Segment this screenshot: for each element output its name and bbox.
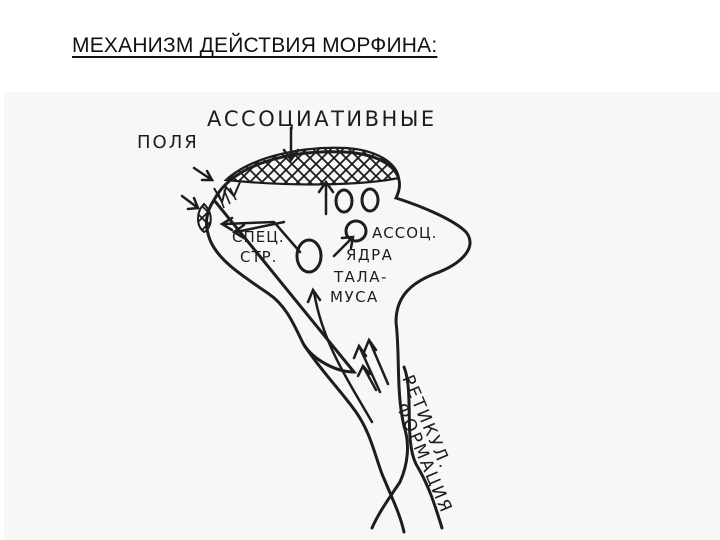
label-str: СТР.: [240, 248, 277, 266]
label-assoc: АССОЦ.: [372, 224, 437, 242]
arrows: [180, 126, 390, 424]
front-lines: [217, 187, 237, 209]
arrow-from-brainstem-left: [312, 290, 374, 424]
thalamus-nucleus-right: [344, 219, 368, 243]
arrow-fields-2: [180, 194, 200, 210]
label-fields: ПОЛЯ: [137, 132, 199, 153]
arrow-thalamus-to-front: [222, 220, 302, 254]
arrow-fields-1: [192, 166, 214, 182]
label-musa: МУСА: [330, 288, 379, 306]
diagram-canvas: АССОЦИАТИВНЫЕ ПОЛЯ СПЕЦ. СТР. АССОЦ. ЯДР…: [137, 107, 472, 534]
arrow-reticular-1: [358, 346, 382, 394]
arrow-to-assoc-nucleus: [332, 236, 354, 258]
specific-cortex-fragment: [197, 202, 212, 234]
brainstem-left-contour: [302, 343, 406, 534]
label-associative: АССОЦИАТИВНЫЕ: [207, 107, 437, 131]
label-thala: ТАЛА-: [333, 268, 388, 286]
arrow-reticular-2: [368, 340, 390, 386]
cortex-node-left: [334, 188, 354, 214]
label-nuclei: ЯДРА: [346, 246, 393, 264]
slide-title: МЕХАНИЗМ ДЕЙСТВИЯ МОРФИНА:: [72, 34, 438, 57]
thalamus-nucleus-left: [295, 238, 323, 274]
associative-cortex-hatched: [223, 146, 401, 186]
arrow-reticular-3: [362, 366, 378, 392]
label-spec: СПЕЦ.: [232, 228, 285, 246]
morphine-mechanism-diagram: АССОЦИАТИВНЫЕ ПОЛЯ СПЕЦ. СТР. АССОЦ. ЯДР…: [4, 92, 720, 540]
cortex-node-right: [360, 187, 380, 213]
